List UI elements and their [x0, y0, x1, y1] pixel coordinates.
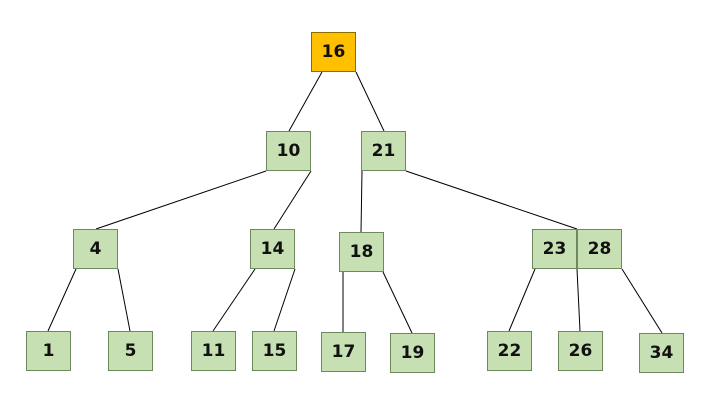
edge — [360, 170, 363, 233]
edge — [576, 268, 581, 332]
tree-node: 21 — [361, 131, 406, 171]
edge — [288, 71, 323, 132]
edge — [405, 170, 578, 230]
tree-node-root: 16 — [311, 32, 356, 72]
edge — [355, 71, 385, 132]
edge — [95, 170, 267, 230]
tree-leaf: 19 — [390, 333, 435, 373]
tree-node: 10 — [266, 131, 311, 171]
edge — [47, 268, 77, 332]
tree-leaf: 1 — [26, 331, 71, 371]
tree-leaf: 11 — [191, 331, 236, 371]
tree-node-key-right: 28 — [577, 229, 622, 269]
edge — [117, 268, 131, 332]
tree-leaf: 34 — [639, 333, 684, 373]
tree-leaf: 5 — [108, 331, 153, 371]
edge — [621, 268, 663, 334]
edge — [273, 170, 312, 230]
tree-node: 4 — [73, 229, 118, 269]
tree-leaf: 26 — [558, 331, 603, 371]
tree-leaf: 17 — [321, 332, 366, 372]
tree-leaf: 15 — [252, 331, 297, 371]
tree-node-key-left: 23 — [532, 229, 577, 269]
tree-node: 14 — [250, 229, 295, 269]
edge — [508, 268, 536, 332]
tree-leaf: 22 — [487, 331, 532, 371]
tree-node: 18 — [339, 232, 384, 272]
edge — [382, 271, 413, 334]
edge — [212, 268, 256, 332]
edge — [273, 268, 296, 332]
